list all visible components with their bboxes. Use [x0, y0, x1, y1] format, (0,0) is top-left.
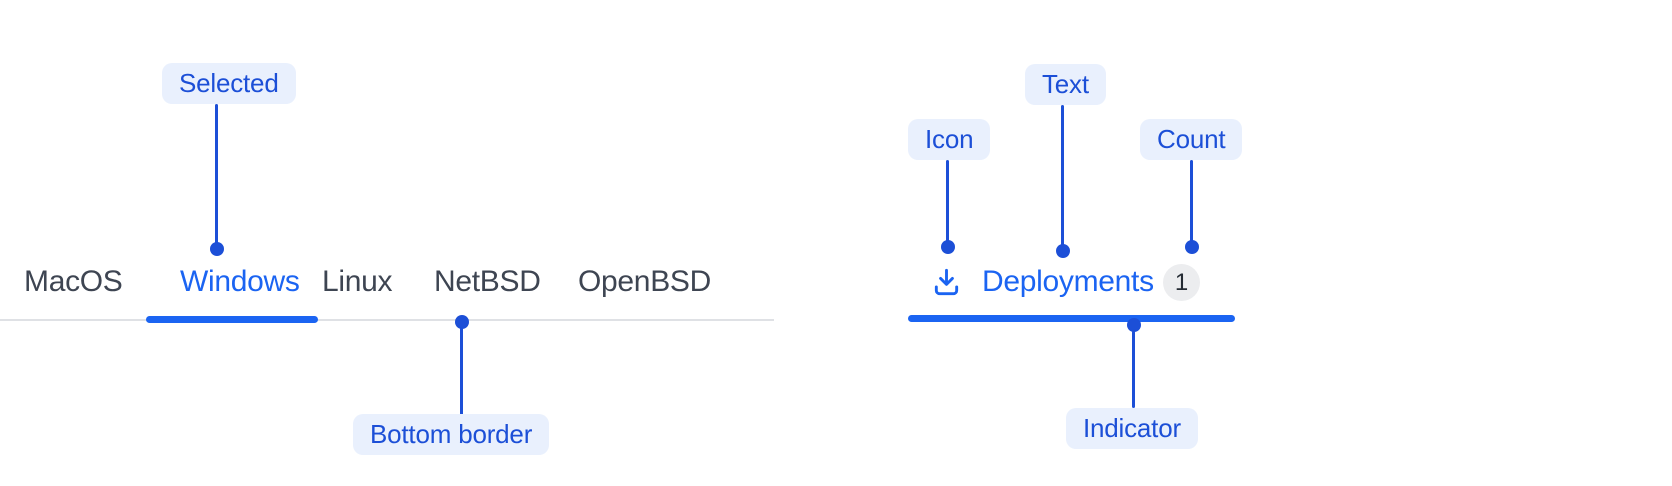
annotation-bottom-border-connector-line — [460, 327, 463, 416]
tab-deployments[interactable]: Deployments 1 — [908, 258, 1235, 310]
annotation-count-label: Count — [1140, 119, 1243, 160]
annotation-indicator-label: Indicator — [1066, 408, 1198, 449]
annotation-indicator-connector-dot — [1127, 318, 1141, 332]
annotation-selected-connector-line — [215, 104, 218, 244]
tab-deployments-text: Deployments — [982, 265, 1154, 298]
tab-openbsd[interactable]: OpenBSD — [578, 265, 711, 298]
annotation-selected-connector-dot — [210, 242, 224, 256]
tab-macos[interactable]: MacOS — [24, 265, 123, 298]
annotation-text-connector-dot — [1056, 244, 1070, 258]
annotation-bottom-border-connector-dot — [455, 315, 469, 329]
selected-tab-underline — [146, 316, 318, 323]
download-icon — [934, 268, 959, 296]
tab-deployments-count-badge: 1 — [1163, 264, 1200, 301]
annotation-count-connector-dot — [1185, 240, 1199, 254]
annotation-count-connector-line — [1190, 160, 1193, 242]
annotation-text-label: Text — [1025, 64, 1106, 105]
annotation-indicator-connector-line — [1132, 331, 1135, 408]
annotation-icon-connector-dot — [941, 240, 955, 254]
annotation-selected-label: Selected — [162, 63, 296, 104]
annotation-icon-label: Icon — [908, 119, 991, 160]
tab-bar-bottom-border — [0, 319, 774, 321]
tab-linux[interactable]: Linux — [322, 265, 393, 298]
tab-netbsd[interactable]: NetBSD — [434, 265, 541, 298]
active-tab-indicator — [908, 315, 1235, 322]
tab-windows-selected[interactable]: Windows — [180, 265, 300, 298]
annotation-icon-connector-line — [946, 160, 949, 242]
annotation-text-connector-line — [1061, 105, 1064, 246]
annotation-bottom-border-label: Bottom border — [353, 414, 550, 455]
